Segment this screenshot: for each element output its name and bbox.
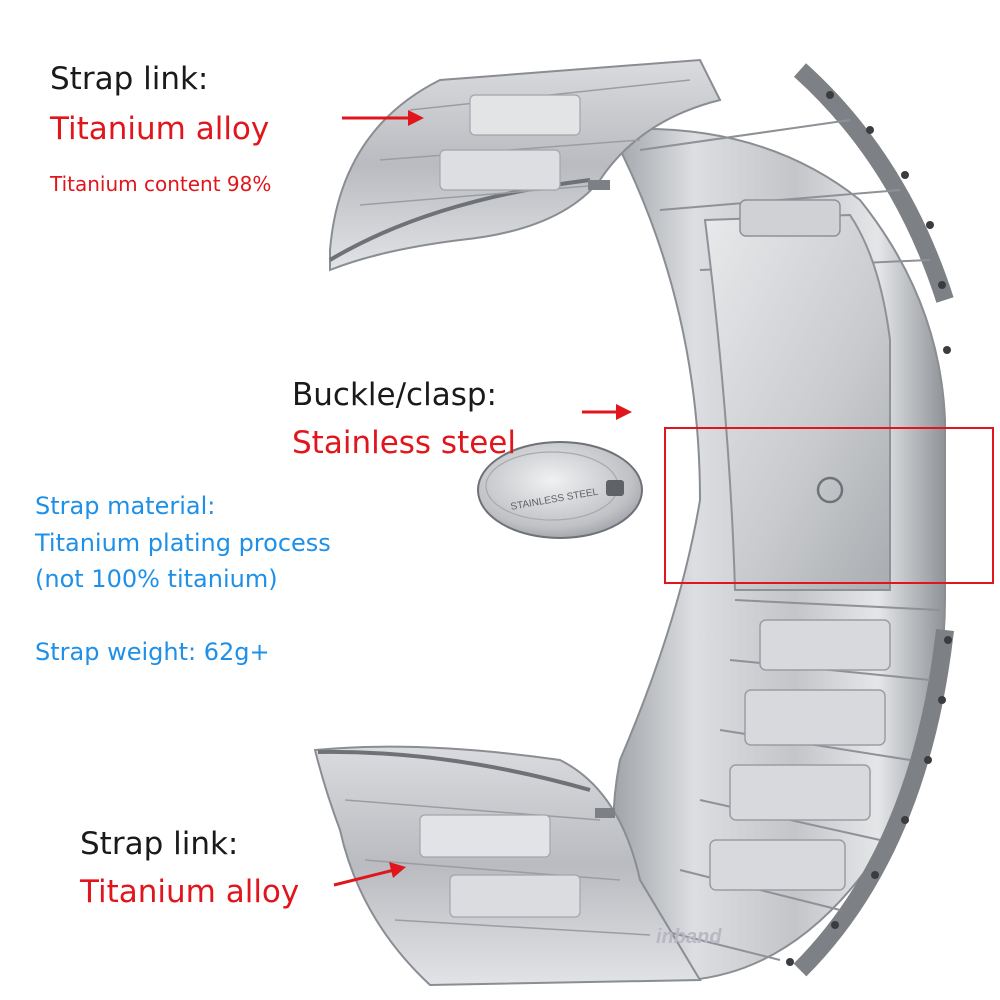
arrow-icon — [342, 110, 424, 126]
arrow-icon — [333, 862, 406, 887]
buckle-clasp — [703, 199, 891, 591]
plating-process-label: Titanium plating process — [35, 529, 331, 557]
strap-material-label: Strap material: — [35, 492, 216, 520]
strap-link-top-label: Strap link: — [50, 61, 209, 97]
brand-watermark: inband — [656, 926, 722, 948]
arrow-icon — [582, 404, 632, 420]
strap-weight-label: Strap weight: 62g+ — [35, 638, 270, 666]
titanium-alloy-top-label: Titanium alloy — [50, 111, 270, 147]
strap-link-bottom-label: Strap link: — [80, 826, 239, 862]
strap-link-top-piece — [328, 58, 722, 272]
titanium-alloy-bottom-label: Titanium alloy — [80, 874, 300, 910]
titanium-content-label: Titanium content 98% — [50, 172, 272, 196]
buckle-clasp-label: Buckle/clasp: — [292, 377, 497, 413]
clasp-highlight-box — [664, 427, 994, 584]
annotations — [333, 110, 994, 887]
stainless-steel-label: Stainless steel — [292, 425, 516, 461]
not-100-titanium-label: (not 100% titanium) — [35, 565, 278, 593]
clasp-closeup — [477, 441, 643, 539]
strap-link-bottom-piece — [313, 745, 702, 987]
